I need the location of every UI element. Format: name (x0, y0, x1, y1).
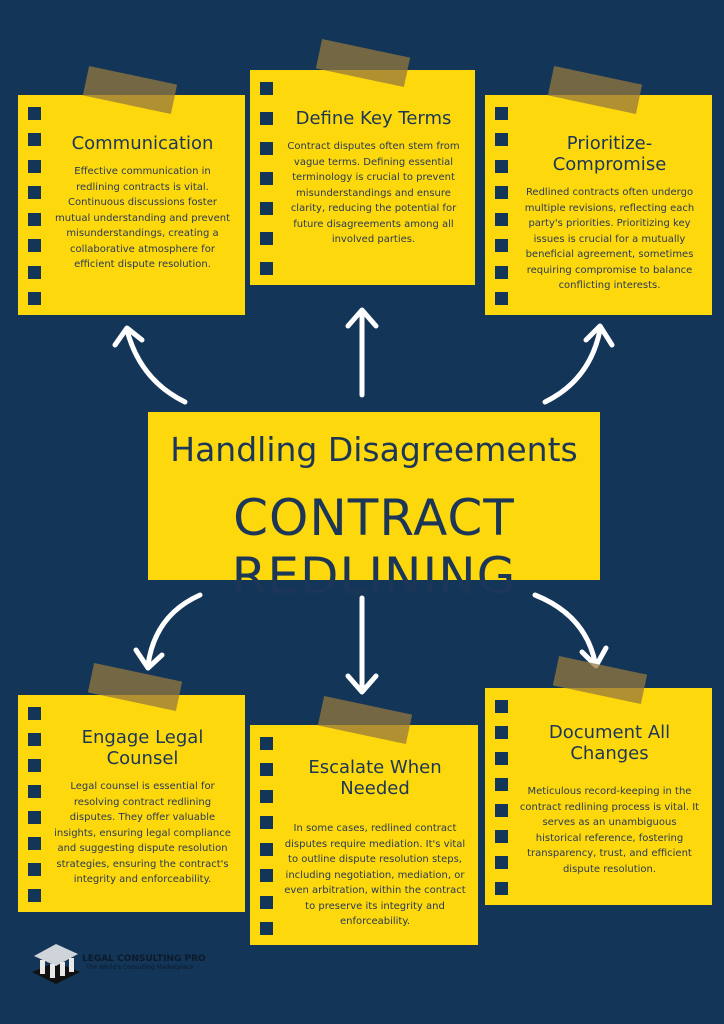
card-escalate-when-needed: Escalate When Needed In some cases, redl… (250, 725, 478, 945)
arrow-down (345, 595, 379, 695)
arrow-down-right (532, 592, 609, 669)
card-body: Legal counsel is essential for resolving… (54, 781, 231, 885)
card-body: Effective communication in redlining con… (54, 166, 230, 270)
main-title: CONTRACT REDLINING (231, 489, 517, 605)
arrow-up-left (112, 325, 188, 405)
card-title: Document All Changes (548, 722, 671, 764)
binder-holes (28, 707, 41, 902)
arrow-up-right (542, 323, 615, 405)
subtitle: Handling Disagreements (170, 430, 578, 469)
card-title: Prioritize-Compromise (552, 133, 667, 175)
card-title: Escalate When Needed (308, 757, 442, 799)
arrow-up (345, 307, 379, 398)
title-banner: Handling Disagreements CONTRACT REDLININ… (148, 412, 600, 605)
binder-holes (260, 737, 273, 935)
card-document-all-changes: Document All Changes Meticulous record-k… (485, 688, 712, 905)
card-title: Engage Legal Counsel (81, 727, 204, 769)
logo: LEGAL CONSULTING PRO The World's Consult… (28, 940, 206, 984)
arrow-down-left (133, 592, 203, 671)
logo-tagline: The World's Consulting Marketplace (86, 963, 194, 971)
binder-holes (495, 107, 508, 305)
card-engage-legal-counsel: Engage Legal Counsel Legal counsel is es… (18, 695, 245, 912)
building-logo-icon (32, 944, 80, 984)
card-define-key-terms: Define Key Terms Contract disputes often… (250, 70, 475, 285)
card-title: Communication (71, 133, 214, 154)
binder-holes (495, 700, 508, 895)
card-body: Redlined contracts often undergo multipl… (524, 187, 695, 291)
card-body: Meticulous record-keeping in the contrac… (519, 786, 700, 875)
card-communication: Communication Effective communication in… (18, 95, 245, 315)
binder-holes (260, 82, 273, 275)
card-body: Contract disputes often stem from vague … (287, 141, 460, 245)
card-prioritize-compromise: Prioritize-Compromise Redlined contracts… (485, 95, 712, 315)
card-title: Define Key Terms (295, 108, 452, 129)
logo-name: LEGAL CONSULTING PRO (82, 953, 206, 964)
card-body: In some cases, redlined contract dispute… (284, 823, 466, 927)
binder-holes (28, 107, 41, 305)
